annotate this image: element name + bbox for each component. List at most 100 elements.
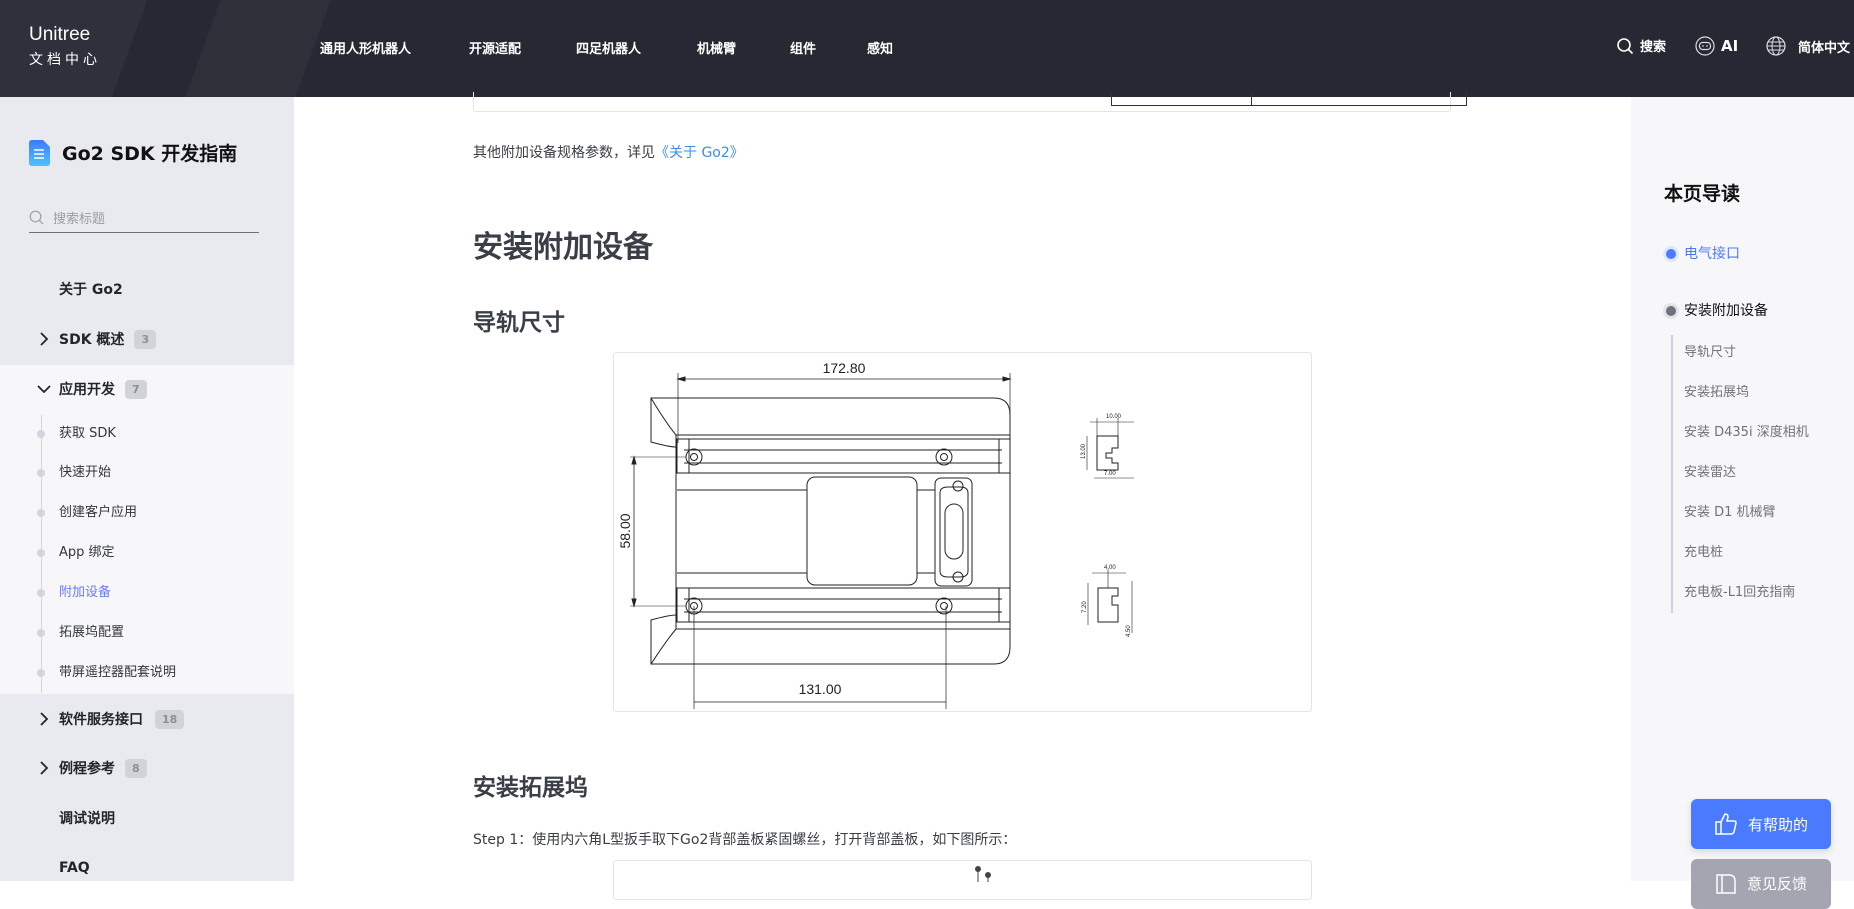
toc-sub-charging-board[interactable]: 充电板-L1回充指南 xyxy=(1684,585,1796,600)
logo-unitree[interactable]: Unitree xyxy=(29,24,91,45)
table-cell-border xyxy=(1111,92,1467,106)
search-button[interactable]: 搜索 xyxy=(1616,36,1666,55)
bullet-dot xyxy=(37,669,45,677)
item-label: FAQ xyxy=(59,860,90,876)
toc-sub-charging-pile[interactable]: 充电桩 xyxy=(1684,545,1724,560)
step1-text: Step 1：使用内六角L型扳手取下Go2背部盖板紧固螺丝，打开背部盖板，如下图… xyxy=(473,832,1017,848)
helpful-label: 有帮助的 xyxy=(1747,815,1808,834)
feedback-button[interactable]: 意见反馈 xyxy=(1691,859,1831,909)
nav-humanoid[interactable]: 通用人形机器人 xyxy=(320,42,412,57)
about-go2-link[interactable]: 《关于 Go2》 xyxy=(655,145,744,161)
bullet-dot xyxy=(37,509,45,517)
toc-subtree-line xyxy=(1671,335,1673,613)
toc-title: 本页导读 xyxy=(1664,183,1741,205)
table-divider xyxy=(1251,92,1252,106)
toc-sub-lidar[interactable]: 安装雷达 xyxy=(1684,465,1737,480)
nav-robot-arm[interactable]: 机械臂 xyxy=(697,42,737,57)
sidebar-title: Go2 SDK 开发指南 xyxy=(29,139,237,166)
toc-item-install[interactable]: 安装附加设备 xyxy=(1666,300,1768,322)
toc-label: 安装附加设备 xyxy=(1684,303,1768,319)
toc-item-electrical[interactable]: 电气接口 xyxy=(1666,243,1740,265)
search-placeholder: 搜索标题 xyxy=(53,211,106,227)
sidebar-item-sdk-overview[interactable]: SDK 概述 3 xyxy=(40,327,157,351)
dot-icon xyxy=(1666,306,1676,316)
sidebar-sub-accessories[interactable]: 附加设备 xyxy=(59,585,112,600)
sidebar-expanded-section xyxy=(0,365,294,694)
dim-d5: 7.20 xyxy=(1082,601,1088,613)
dim-d4: 4.00 xyxy=(1104,565,1116,571)
toc-sub-rail[interactable]: 导轨尺寸 xyxy=(1684,345,1737,360)
nav-quadruped[interactable]: 四足机器人 xyxy=(576,42,642,57)
dim-d3: 7.00 xyxy=(1104,471,1116,477)
chevron-right-icon xyxy=(40,712,49,726)
sidebar-sub-app-bind[interactable]: App 绑定 xyxy=(59,545,115,560)
count-badge: 8 xyxy=(125,758,147,778)
robot-face-icon xyxy=(1695,36,1715,56)
chevron-right-icon xyxy=(40,761,49,775)
toc-label: 电气接口 xyxy=(1684,246,1740,262)
nav-perception[interactable]: 感知 xyxy=(867,42,894,57)
feedback-label: 意见反馈 xyxy=(1746,875,1807,893)
sidebar-item-debug[interactable]: 调试说明 xyxy=(59,806,115,830)
rail-profile-top xyxy=(1096,435,1119,471)
bullet-dot xyxy=(37,549,45,557)
sidebar-title-text: Go2 SDK 开发指南 xyxy=(62,143,238,165)
bullet-dot xyxy=(37,469,45,477)
thumbs-up-icon xyxy=(1715,813,1737,835)
logo-subtitle[interactable]: 文档中心 xyxy=(29,52,101,68)
heading-install-accessories: 安装附加设备 xyxy=(473,230,653,265)
dim-d6: 4.50 xyxy=(1126,625,1132,637)
language-selector[interactable]: 简体中文 xyxy=(1766,36,1850,56)
spec-paragraph: 其他附加设备规格参数，详见《关于 Go2》 xyxy=(473,142,744,162)
item-label: 调试说明 xyxy=(59,811,115,827)
helpful-button[interactable]: 有帮助的 xyxy=(1691,799,1831,849)
item-label: SDK 概述 xyxy=(59,332,125,348)
chevron-right-icon xyxy=(40,332,49,346)
language-label: 简体中文 xyxy=(1798,40,1851,56)
sidebar-item-faq[interactable]: FAQ xyxy=(59,856,90,880)
sidebar-sub-remote-controller[interactable]: 带屏遥控器配套说明 xyxy=(59,665,177,680)
page-toc xyxy=(1631,97,1854,881)
feedback-icon xyxy=(1716,874,1736,894)
ai-label: AI xyxy=(1721,37,1739,55)
mounting-hole xyxy=(935,597,953,615)
search-icon xyxy=(1617,37,1634,54)
heading-rail-dimensions: 导轨尺寸 xyxy=(473,310,565,336)
top-header: Unitree 文档中心 通用人形机器人 开源适配 四足机器人 机械臂 组件 感… xyxy=(0,0,1854,97)
item-label: 例程参考 xyxy=(59,761,115,777)
nav-components[interactable]: 组件 xyxy=(790,42,817,57)
sidebar-sub-get-sdk[interactable]: 获取 SDK xyxy=(59,426,116,441)
mounting-hole xyxy=(935,448,953,466)
active-dot-icon xyxy=(1666,249,1676,259)
ai-button[interactable]: AI xyxy=(1695,36,1738,56)
bullet-dot xyxy=(37,430,45,438)
sidebar-sub-quick-start[interactable]: 快速开始 xyxy=(59,465,112,480)
dock-drawing-partial xyxy=(975,866,991,882)
title-search-input[interactable]: 搜索标题 xyxy=(29,202,259,233)
toc-sub-dock[interactable]: 安装拓展坞 xyxy=(1684,385,1750,400)
table-remnant xyxy=(473,92,1467,112)
document-icon xyxy=(29,139,50,166)
rail-dimension-figure: 172.80 58.00 131.00 10.00 13.00 7.00 4.0… xyxy=(613,352,1312,712)
count-badge: 3 xyxy=(134,329,157,349)
sidebar-sub-dock-config[interactable]: 拓展坞配置 xyxy=(59,625,125,640)
rail-profile-bottom xyxy=(1097,587,1119,623)
nav-open-source[interactable]: 开源适配 xyxy=(469,42,522,57)
bullet-dot xyxy=(37,589,45,597)
dim-hole-spacing-label: 131.00 xyxy=(799,681,842,697)
bullet-dot xyxy=(37,629,45,637)
sidebar-item-about-go2[interactable]: 关于 Go2 xyxy=(59,277,123,301)
chevron-down-icon xyxy=(37,385,51,394)
item-label: 应用开发 xyxy=(59,382,115,398)
dim-length-label: 172.80 xyxy=(823,360,866,376)
toc-sub-d1-arm[interactable]: 安装 D1 机械臂 xyxy=(1684,505,1776,520)
dock-figure xyxy=(613,860,1312,900)
search-icon xyxy=(29,210,44,224)
toc-sub-d435i[interactable]: 安装 D435i 深度相机 xyxy=(1684,425,1809,440)
dim-d1: 10.00 xyxy=(1106,414,1122,420)
search-label: 搜索 xyxy=(1640,40,1667,55)
sidebar-sub-create-client[interactable]: 创建客户应用 xyxy=(59,505,138,520)
sidebar-item-examples[interactable]: 例程参考 8 xyxy=(40,756,147,780)
